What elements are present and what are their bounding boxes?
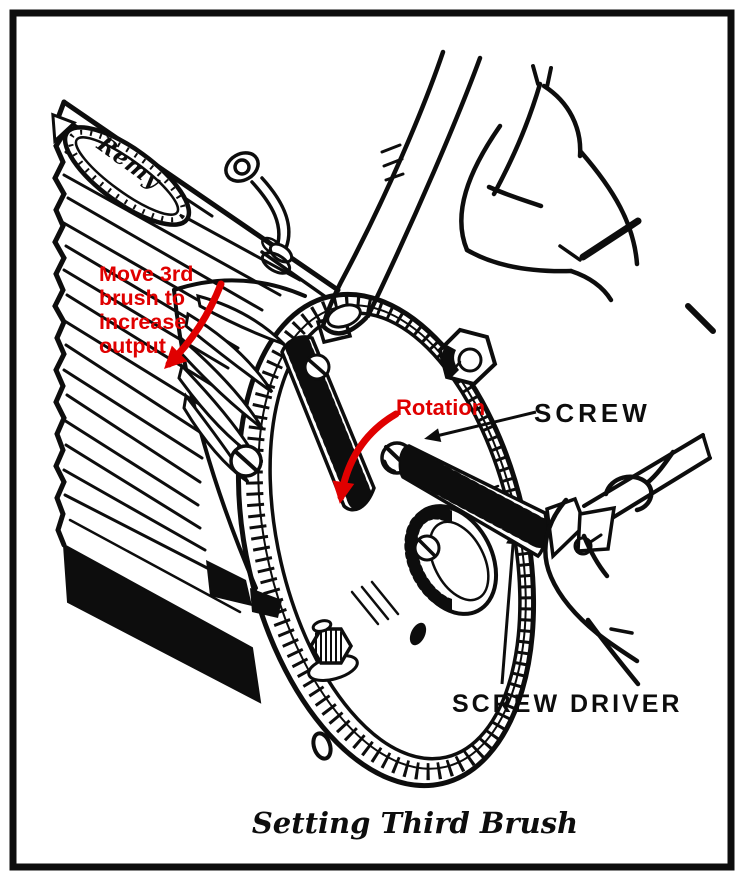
adjusting-screw: [380, 441, 549, 559]
fingernail: [326, 303, 362, 329]
screw-label: SCREW: [534, 398, 651, 428]
move-brush-arrow: [164, 280, 225, 369]
mounting-bolt: [437, 327, 498, 387]
generator-body: [52, 99, 341, 704]
bearing-boss: [404, 504, 499, 646]
screwdriver-label: SCREW DRIVER: [452, 690, 683, 718]
gripping-hand: [543, 449, 676, 687]
top-hand: [459, 64, 716, 334]
terminal-stud: [307, 619, 359, 682]
pressing-finger: [320, 49, 483, 336]
screwdriver-pointer: [500, 528, 521, 685]
screw-pointer: [424, 410, 537, 442]
terminal-wire: [224, 151, 294, 275]
flange-hole: [311, 731, 333, 761]
move-brush-note: Move 3rd brush to increase output: [99, 262, 194, 358]
rotation-arrow: [332, 410, 400, 504]
screwdriver: [545, 433, 712, 560]
border-frame: [9, 9, 735, 871]
rotation-label: Rotation: [396, 395, 486, 420]
figure-caption: Setting Third Brush: [251, 806, 579, 840]
remy-badge: [51, 112, 192, 227]
